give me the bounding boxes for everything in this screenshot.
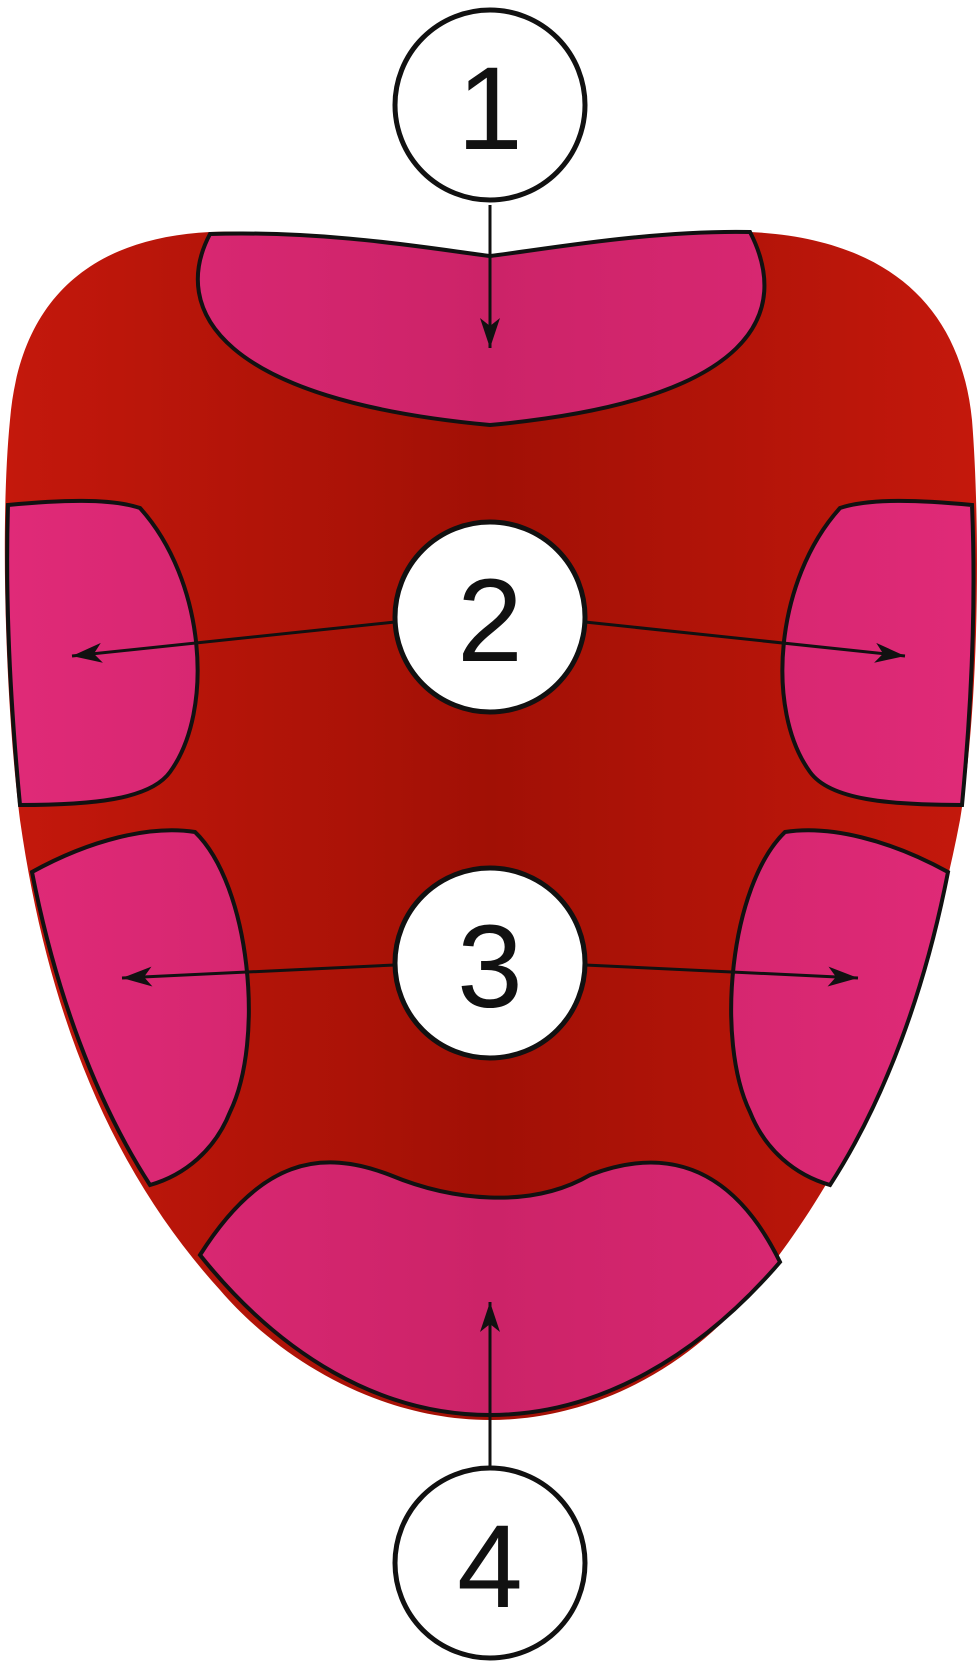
callout-3: 3 [395, 868, 585, 1058]
callout-1-label: 1 [457, 43, 523, 175]
callout-2: 2 [395, 522, 585, 712]
callout-4-label: 4 [457, 1501, 523, 1633]
callout-3-label: 3 [457, 901, 523, 1033]
callout-4: 4 [395, 1468, 585, 1658]
callout-1: 1 [395, 10, 585, 200]
taste-zone-rear-right [731, 830, 948, 1185]
callout-2-label: 2 [457, 555, 523, 687]
